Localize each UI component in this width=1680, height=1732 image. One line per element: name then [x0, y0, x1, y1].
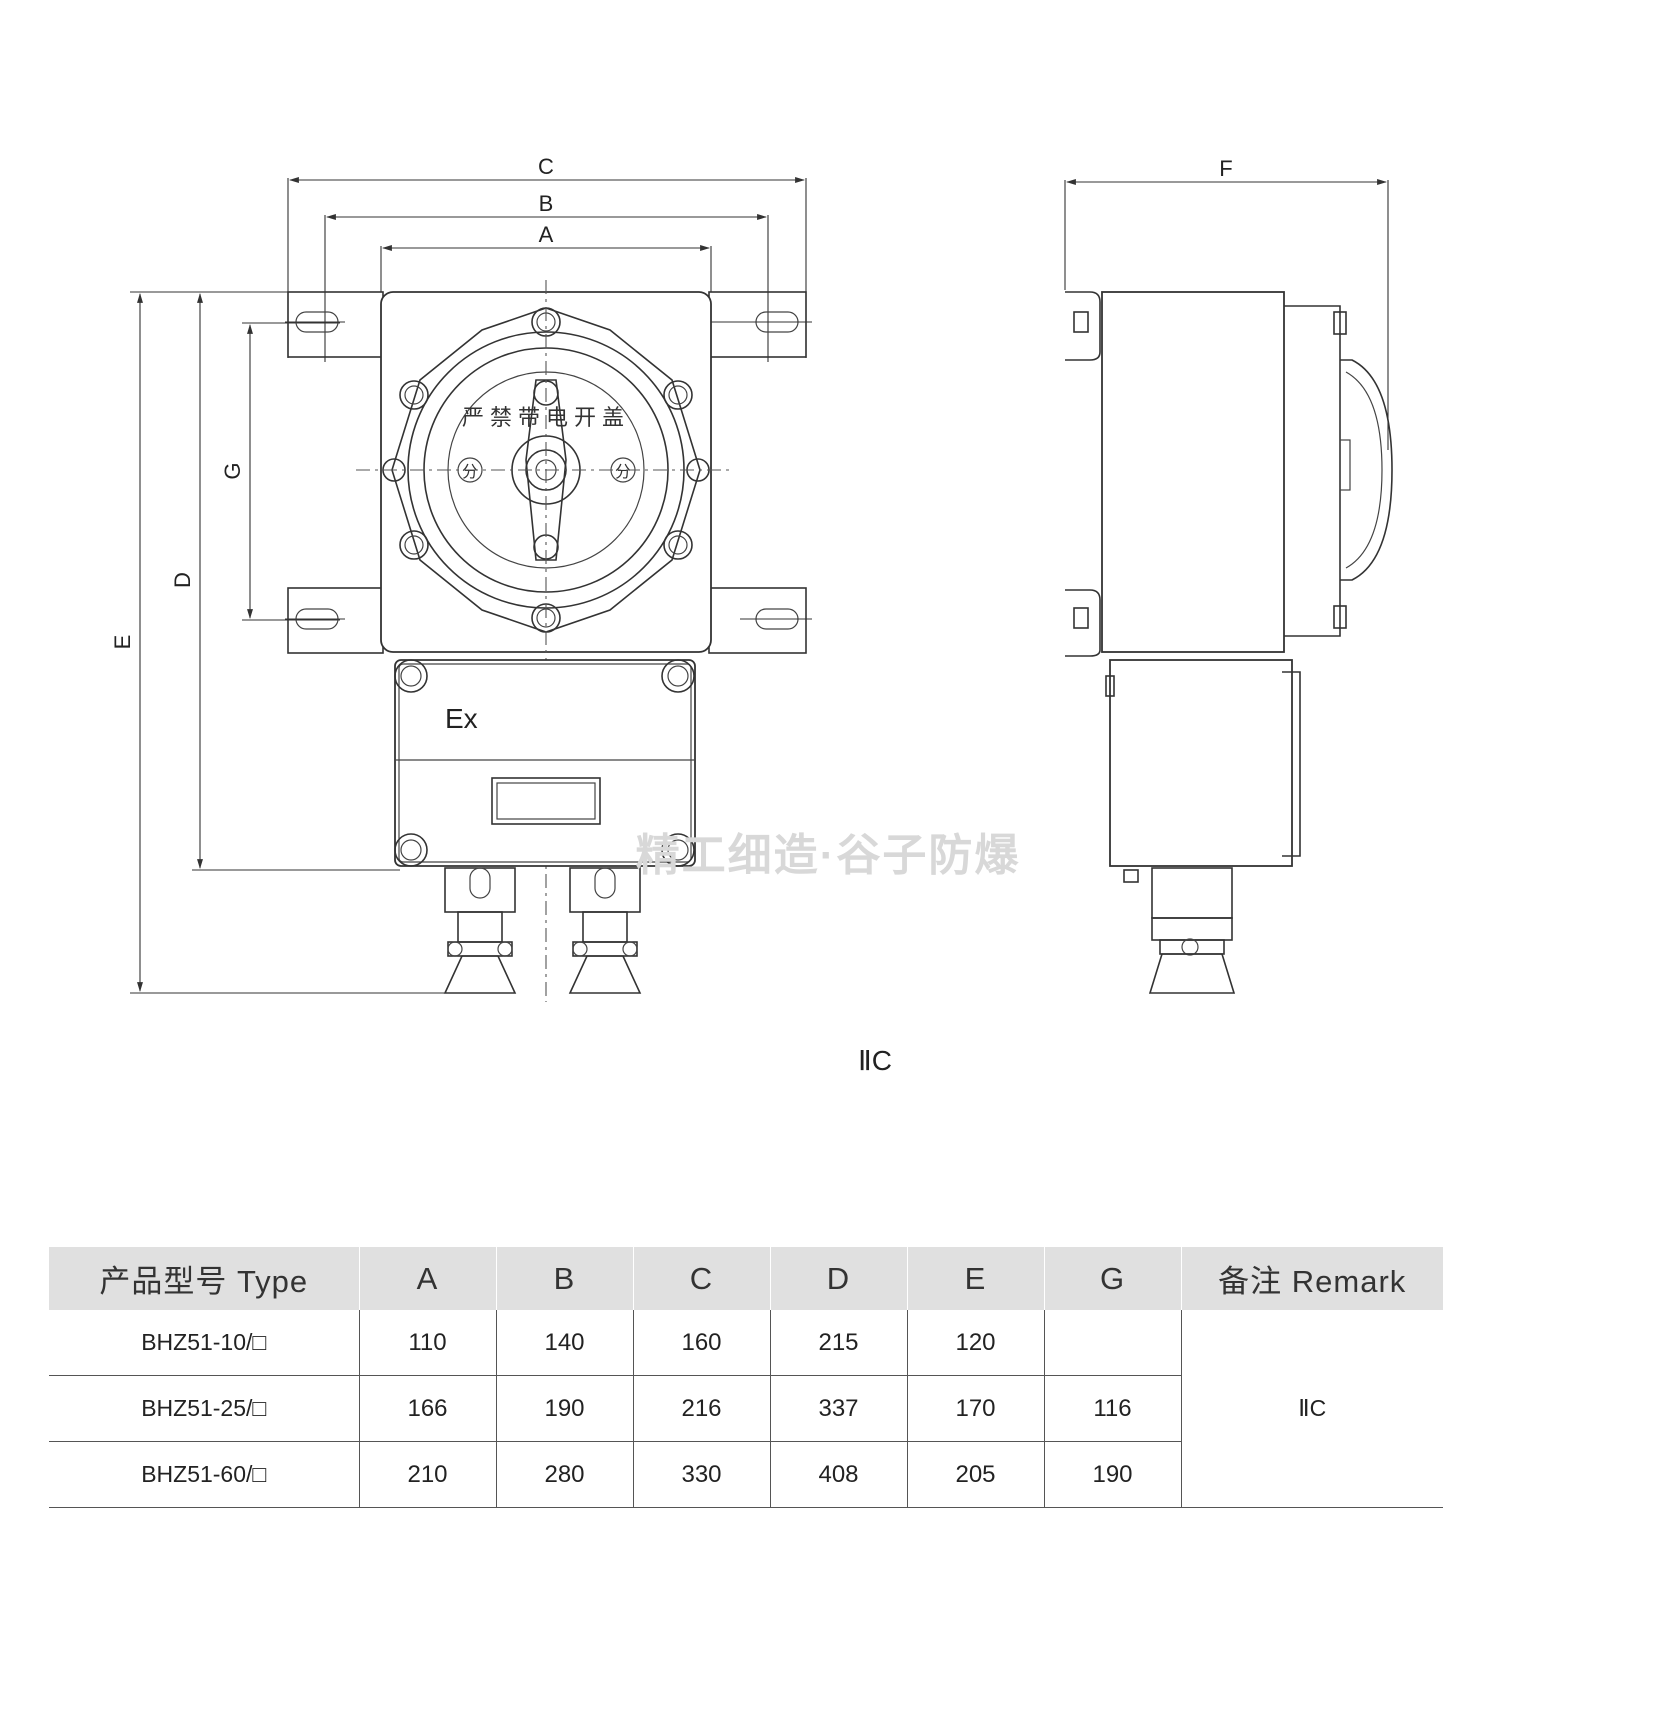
- table-row: BHZ51-10/□ 110 140 160 215 120 ⅡC: [49, 1310, 1443, 1508]
- cell-d: 337: [769, 1375, 907, 1442]
- dimension-f: F: [1064, 156, 1389, 450]
- junction-box: Ex: [394, 659, 696, 867]
- explosion-class-label: ⅡC: [858, 1045, 892, 1076]
- cell-b: 190: [495, 1375, 633, 1442]
- cell-type: BHZ51-25/□: [49, 1375, 359, 1442]
- dim-label-e: E: [110, 635, 135, 650]
- dimension-g: G: [220, 322, 340, 621]
- dial-left-mark: 分: [462, 463, 478, 481]
- dim-label-f: F: [1219, 156, 1232, 181]
- cell-c: 330: [632, 1441, 770, 1508]
- cell-c: 160: [632, 1310, 770, 1376]
- header-c: C: [632, 1247, 770, 1310]
- dim-label-d: D: [170, 572, 195, 588]
- technical-drawing: C B A E D: [110, 154, 1393, 1076]
- cell-type: BHZ51-10/□: [49, 1310, 359, 1376]
- cable-gland-right: [568, 867, 642, 994]
- header-type: 产品型号 Type: [49, 1247, 359, 1310]
- side-junction-box: [1109, 659, 1293, 867]
- cell-e: 120: [906, 1310, 1044, 1376]
- header-g: G: [1043, 1247, 1181, 1310]
- cell-b: 280: [495, 1441, 633, 1508]
- dial-labels: 分 分 严禁带电开盖: [457, 405, 636, 483]
- cell-remark: ⅡC: [1180, 1310, 1443, 1508]
- watermark-text: 精工细造·谷子防爆: [636, 831, 1021, 880]
- cell-a: 166: [358, 1375, 496, 1442]
- ex-mark: Ex: [445, 703, 478, 734]
- cell-g: [1043, 1310, 1181, 1376]
- dimension-a: A: [380, 222, 712, 292]
- cell-d: 215: [769, 1310, 907, 1376]
- cell-e: 205: [906, 1441, 1044, 1508]
- dimension-b: B: [324, 191, 769, 362]
- table-header-row: 产品型号 Type A B C D E G 备注 Remark: [49, 1247, 1443, 1310]
- header-e: E: [906, 1247, 1044, 1310]
- cell-type: BHZ51-60/□: [49, 1441, 359, 1508]
- header-d: D: [769, 1247, 907, 1310]
- cable-gland-left: [443, 867, 517, 994]
- cell-g: 116: [1043, 1375, 1181, 1442]
- cell-g: 190: [1043, 1441, 1181, 1508]
- side-view: F: [1064, 156, 1393, 994]
- cell-c: 216: [632, 1375, 770, 1442]
- table-row: BHZ51-25/□ 166 190 216 337 170 116: [49, 1375, 1443, 1442]
- front-view: C B A E D: [110, 154, 812, 1002]
- dim-label-b: B: [539, 191, 554, 216]
- header-b: B: [495, 1247, 633, 1310]
- cell-e: 170: [906, 1375, 1044, 1442]
- dimension-d: D: [170, 291, 400, 871]
- header-remark: 备注 Remark: [1180, 1247, 1443, 1310]
- dim-label-c: C: [538, 154, 554, 179]
- cell-a: 110: [358, 1310, 496, 1376]
- dim-label-g: G: [220, 462, 245, 479]
- cell-d: 408: [769, 1441, 907, 1508]
- spec-table: 产品型号 Type A B C D E G 备注 Remark BHZ51-10…: [49, 1247, 1443, 1508]
- header-a: A: [358, 1247, 496, 1310]
- dial-warning-text: 严禁带电开盖: [462, 405, 630, 430]
- dim-label-a: A: [539, 222, 554, 247]
- side-enclosure: [1101, 291, 1285, 653]
- dial-right-mark: 分: [615, 463, 631, 481]
- cell-a: 210: [358, 1441, 496, 1508]
- cell-b: 140: [495, 1310, 633, 1376]
- table-row: BHZ51-60/□ 210 280 330 408 205 190: [49, 1441, 1443, 1508]
